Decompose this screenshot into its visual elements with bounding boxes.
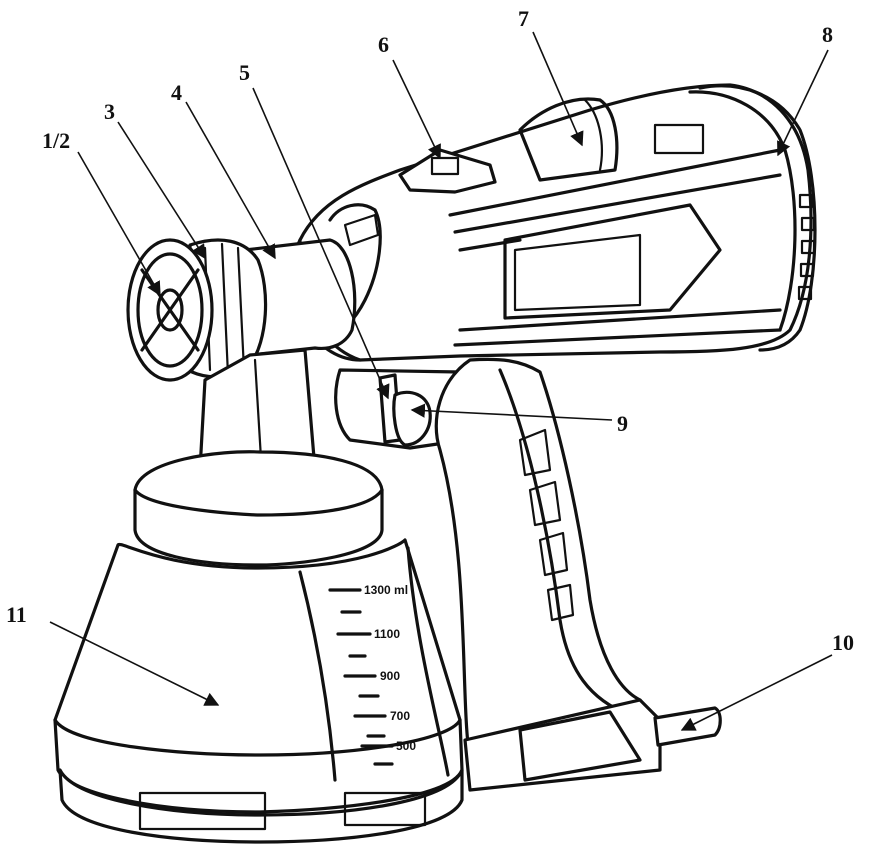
leader-1-2 (77, 151, 161, 297)
callout-5: 5 (239, 60, 250, 85)
leader-9 (410, 403, 613, 421)
callout-6: 6 (378, 32, 389, 57)
callout-1-2: 1/2 (42, 128, 71, 153)
handle (434, 357, 722, 792)
leader-8 (777, 49, 829, 157)
callout-11: 11 (6, 602, 27, 627)
nozzle-assembly (126, 238, 357, 382)
container (53, 348, 464, 844)
scale-label: 1100 (374, 627, 400, 641)
leader-5 (252, 87, 390, 400)
leader-lines (49, 31, 833, 731)
callout-4: 4 (171, 80, 182, 105)
leader-4 (185, 101, 276, 260)
container-scale: 1300 ml 1100 900 700 500 (364, 583, 416, 753)
scale-label: 500 (396, 739, 416, 753)
scale-label: 1300 ml (364, 583, 408, 597)
motor-housing (293, 83, 817, 362)
leader-11 (49, 621, 220, 706)
leader-7 (532, 31, 584, 147)
callout-3: 3 (104, 99, 115, 124)
callout-8: 8 (822, 22, 833, 47)
callout-7: 7 (518, 6, 529, 31)
leader-6 (392, 59, 441, 160)
callout-9: 9 (617, 411, 628, 436)
callout-10: 10 (832, 630, 854, 655)
leader-10 (680, 654, 833, 731)
scale-label: 900 (380, 669, 400, 683)
scale-label: 700 (390, 709, 410, 723)
leader-3 (117, 121, 206, 260)
